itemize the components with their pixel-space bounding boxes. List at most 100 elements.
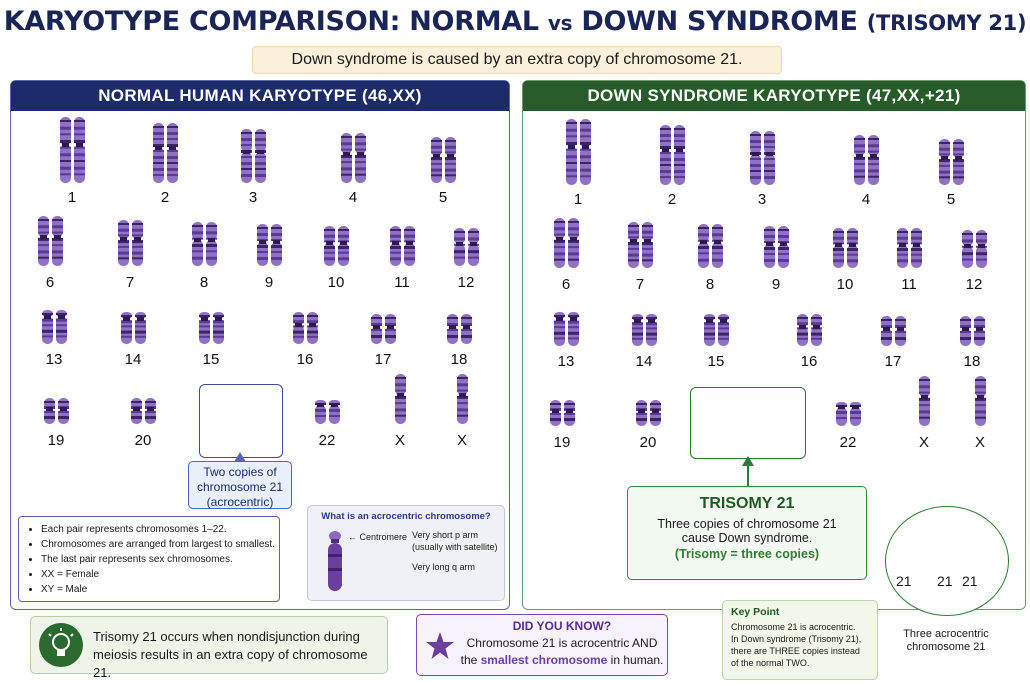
chromosome-label: 12 (457, 274, 475, 291)
chromosome-label: 20 (639, 434, 657, 451)
chromosome-2 (153, 123, 164, 188)
chromosome-label: 17 (884, 353, 902, 370)
chromosome-label: 1 (573, 191, 583, 208)
chromosome-12 (962, 230, 973, 273)
nondisjunction-fact-box: Trisomy 21 occurs when nondisjunction du… (30, 616, 388, 680)
key-point-title: Key Point (731, 606, 780, 618)
normal-panel-header: NORMAL HUMAN KARYOTYPE (46,XX) (11, 81, 509, 111)
nondisjunction-text: Trisomy 21 occurs when nondisjunction du… (93, 629, 368, 680)
chromosome-label: 16 (800, 353, 818, 370)
chromosome-4 (355, 133, 366, 188)
trisomy-arrow (742, 456, 754, 488)
circle-chr21-label: 21 (937, 573, 953, 589)
callout-line: chromosome 21 (196, 480, 284, 494)
chromosome-5 (939, 139, 950, 190)
chromosome-label: 4 (348, 189, 358, 206)
chromosome-19 (564, 400, 575, 431)
circle-chr21-label: 21 (896, 573, 912, 589)
chromosome-label: X (394, 432, 405, 449)
chromosome-label: 14 (635, 353, 653, 370)
chromosome-1 (566, 119, 577, 190)
chromosome-20 (131, 398, 142, 429)
chromosome-2 (167, 123, 178, 188)
chromosome-label: 8 (705, 276, 715, 293)
did-you-know-line: Chromosome 21 is acrocentric AND (466, 636, 658, 650)
callout-line: (acrocentric) (206, 495, 274, 509)
chromosome-9 (778, 226, 789, 273)
down-chr21-highlight-box (690, 387, 806, 459)
chromosome-label: 18 (450, 351, 468, 368)
chromosome-6 (52, 216, 63, 271)
p-arm-note: (usually with satellite) (412, 542, 498, 552)
chromosome-x (975, 376, 986, 431)
chromosome-x (919, 376, 930, 431)
chromosome-label: 22 (318, 432, 336, 449)
chromosome-8 (192, 222, 203, 271)
chromosome-14 (646, 314, 657, 351)
chromosome-16 (307, 312, 318, 349)
chromosome-17 (385, 314, 396, 349)
chromosome-7 (132, 220, 143, 271)
chromosome-3 (241, 129, 252, 188)
chromosome-7 (642, 222, 653, 273)
chromosome-14 (121, 312, 132, 349)
chromosome-22 (315, 400, 326, 429)
chromosome-13 (554, 312, 565, 351)
chromosome-5 (431, 137, 442, 188)
chromosome-4 (868, 135, 879, 190)
chromosome-11 (404, 226, 415, 271)
trisomy-line: cause Down syndrome. (681, 531, 813, 545)
chromosome-10 (847, 228, 858, 273)
chromosome-label: 13 (557, 353, 575, 370)
chromosome-11 (897, 228, 908, 273)
chromosome-label: 9 (264, 274, 274, 291)
chromosome-5 (953, 139, 964, 190)
chromosome-13 (568, 312, 579, 351)
chromosome-label: 11 (901, 276, 917, 293)
callout-line: Two copies of (203, 465, 277, 479)
chromosome-7 (628, 222, 639, 273)
chromosome-15 (718, 314, 729, 351)
chromosome-10 (324, 226, 335, 271)
trisomy-21-box: TRISOMY 21 Three copies of chromosome 21… (627, 486, 867, 580)
chromosome-18 (960, 316, 971, 351)
chromosome-17 (881, 316, 892, 351)
trisomy-line: Three copies of chromosome 21 (657, 517, 837, 531)
chromosome-label: 6 (561, 276, 571, 293)
chromosome-10 (833, 228, 844, 273)
chromosome-22 (836, 402, 847, 431)
chromosome-label: X (456, 432, 467, 449)
chromosome-9 (271, 224, 282, 271)
chromosome-19 (44, 398, 55, 429)
did-you-know-box: DID YOU KNOW? Chromosome 21 is acrocentr… (416, 614, 668, 676)
chromosome-label: 7 (635, 276, 645, 293)
chromosome-4 (854, 135, 865, 190)
chromosome-label: 15 (707, 353, 725, 370)
chromosome-1 (580, 119, 591, 190)
chromosome-13 (42, 310, 53, 349)
chromosome-x (457, 374, 468, 429)
normal-chr21-callout: Two copies of chromosome 21 (acrocentric… (188, 461, 292, 509)
chromosome-13 (56, 310, 67, 349)
key-point-box: Key Point Chromosome 21 is acrocentric. … (722, 600, 878, 680)
chromosome-20 (636, 400, 647, 431)
chromosome-18 (447, 314, 458, 349)
chromosome-3 (750, 131, 761, 190)
circle-chr21-label: 21 (962, 573, 978, 589)
chromosome-label: 13 (45, 351, 63, 368)
chromosome-6 (554, 218, 565, 273)
chromosome-8 (206, 222, 217, 271)
chromosome-label: 1 (67, 189, 77, 206)
chromosome-16 (811, 314, 822, 351)
chromosome-3 (255, 129, 266, 188)
key-point-line: there are THREE copies instead (731, 646, 860, 656)
down-panel-header: DOWN SYNDROME KARYOTYPE (47,XX,+21) (523, 81, 1025, 111)
chromosome-6 (38, 216, 49, 271)
chromosome-2 (660, 125, 671, 190)
centromere-label: ← Centromere (348, 532, 408, 542)
chromosome-label: 12 (965, 276, 983, 293)
chromosome-label: 16 (296, 351, 314, 368)
chromosome-label: 8 (199, 274, 209, 291)
chromosome-17 (895, 316, 906, 351)
